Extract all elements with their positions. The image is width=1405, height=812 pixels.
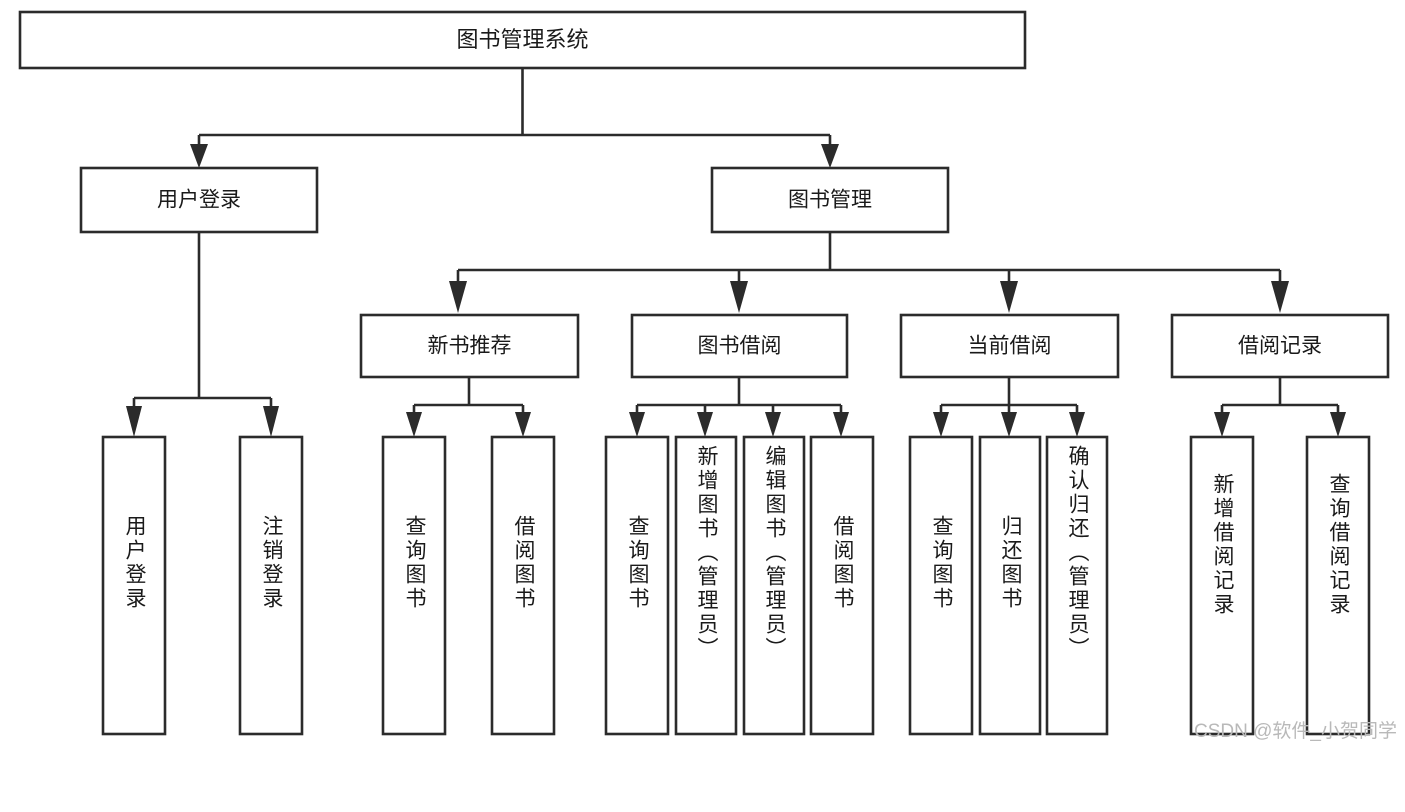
node-leaf-query-book-2-box[interactable] [604, 435, 670, 736]
node-leaf-confirm-return-box[interactable] [1045, 435, 1109, 736]
arrow-leaf-return-book [1001, 412, 1017, 437]
arrow-to-current-borrow [1000, 281, 1018, 313]
arrow-to-new-book [449, 281, 467, 313]
arrow-leaf-add-record [1214, 412, 1230, 437]
node-leaf-add-record-box[interactable] [1189, 435, 1255, 736]
node-current-borrow-label: 当前借阅 [968, 335, 1052, 358]
arrow-leaf-add-book [697, 412, 713, 437]
node-borrow-record-box[interactable] [1170, 313, 1390, 379]
node-borrow-record-label: 借阅记录 [1238, 335, 1322, 358]
node-book-borrow-box[interactable] [630, 313, 849, 379]
node-book-borrow-label: 图书借阅 [698, 335, 782, 358]
arrow-leaf-query-book-2 [629, 412, 645, 437]
node-new-book-recommend-label: 新书推荐 [428, 335, 512, 358]
node-leaf-query-book-3-box[interactable] [908, 435, 974, 736]
arrow-leaf-user-login [126, 406, 142, 437]
node-leaf-logout-login-box[interactable] [238, 435, 304, 736]
flowchart-canvas: 图书管理系统 用户登录 图书管理 新书推荐 图书借阅 当前借阅 借阅记录 [18, 10, 1397, 742]
arrow-leaf-edit-book [765, 412, 781, 437]
arrow-leaf-logout-login [263, 406, 279, 437]
node-leaf-query-book-1-box[interactable] [381, 435, 447, 736]
node-new-book-recommend[interactable]: 新书推荐 [359, 313, 580, 379]
node-root[interactable]: 图书管理系统 [18, 10, 1027, 70]
node-book-management-box[interactable] [710, 166, 950, 234]
arrow-to-borrow-record [1271, 281, 1289, 313]
arrow-leaf-query-book-3 [933, 412, 949, 437]
node-leaf-edit-book-box[interactable] [742, 435, 806, 736]
node-leaf-query-record-box[interactable] [1305, 435, 1371, 736]
node-leaf-borrow-book-1-box[interactable] [490, 435, 556, 736]
node-borrow-record[interactable]: 借阅记录 [1170, 313, 1390, 379]
node-leaf-borrow-book-2-box[interactable] [809, 435, 875, 736]
node-user-login-label: 用户登录 [157, 189, 241, 212]
node-book-management[interactable]: 图书管理 [710, 166, 950, 234]
node-book-management-label: 图书管理 [788, 189, 872, 212]
node-current-borrow-box[interactable] [899, 313, 1120, 379]
csdn-watermark: CSDN @软件_小贺同学 [1194, 721, 1397, 742]
arrow-leaf-confirm-return [1069, 412, 1085, 437]
node-user-login[interactable]: 用户登录 [79, 166, 319, 234]
node-leaf-return-book-box[interactable] [978, 435, 1042, 736]
node-current-borrow[interactable]: 当前借阅 [899, 313, 1120, 379]
arrow-to-user-login [190, 144, 208, 168]
connector-layer [126, 68, 1346, 437]
arrow-leaf-borrow-book-1 [515, 412, 531, 437]
node-leaf-user-login-box[interactable] [101, 435, 167, 736]
node-root-box[interactable] [18, 10, 1027, 70]
node-book-borrow[interactable]: 图书借阅 [630, 313, 849, 379]
node-leaf-add-book-box[interactable] [674, 435, 738, 736]
arrow-to-book-management [821, 144, 839, 168]
arrow-leaf-borrow-book-2 [833, 412, 849, 437]
flowchart-svg: 图书管理系统 用户登录 图书管理 新书推荐 图书借阅 当前借阅 借阅记录 [18, 10, 1390, 736]
arrow-leaf-query-book-1 [406, 412, 422, 437]
node-new-book-recommend-box[interactable] [359, 313, 580, 379]
node-root-label: 图书管理系统 [456, 27, 588, 52]
arrow-leaf-query-record [1330, 412, 1346, 437]
arrow-to-book-borrow [730, 281, 748, 313]
node-user-login-box[interactable] [79, 166, 319, 234]
